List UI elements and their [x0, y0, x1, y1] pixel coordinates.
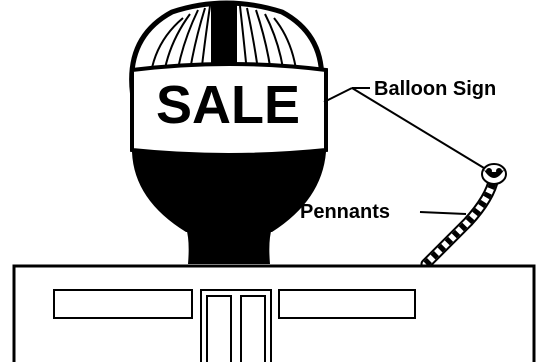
balloon-sign-callout: Balloon Sign	[323, 78, 496, 169]
balloon-sign-band: SALE	[130, 62, 328, 157]
left-window	[53, 289, 193, 319]
balloon-sign-label: Balloon Sign	[374, 78, 496, 100]
balloon-sign-leader-line	[323, 87, 353, 103]
right-window	[278, 289, 416, 319]
balloon-lower-body	[132, 150, 326, 232]
pennant-string	[420, 172, 500, 270]
store-building	[12, 264, 536, 362]
sale-sign-text: SALE	[156, 75, 300, 135]
pennants-label: Pennants	[300, 201, 390, 223]
pennants-callout: Pennants	[300, 201, 467, 223]
pennants-leader-line	[419, 211, 467, 215]
balloon-sign-leader-line-pennant	[351, 87, 485, 169]
balloon-neck	[186, 228, 272, 264]
left-door	[206, 295, 232, 362]
small-balloon-icon	[481, 163, 507, 185]
right-door	[240, 295, 266, 362]
